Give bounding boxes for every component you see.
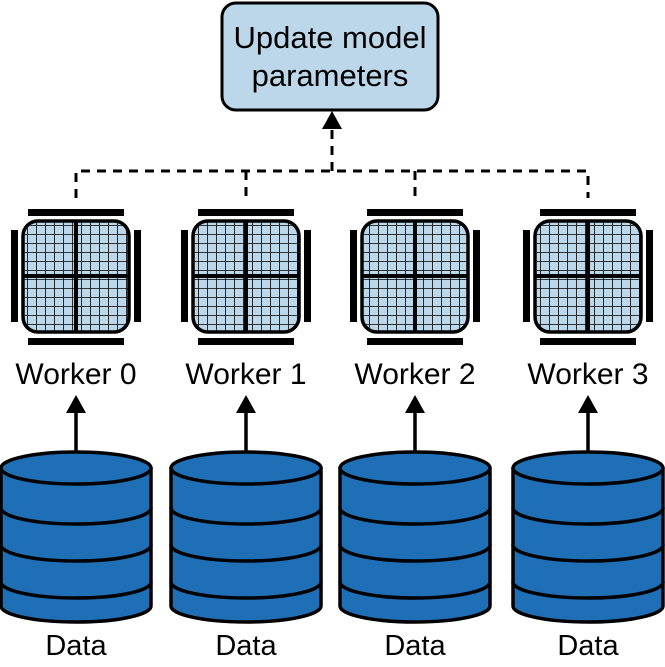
gpu-chip-icon (523, 209, 653, 345)
worker-label: Worker 0 (15, 358, 136, 391)
data-store-2: Data (338, 450, 492, 662)
database-icon (338, 450, 492, 624)
data-store-1: Data (169, 450, 323, 662)
database-icon (0, 450, 153, 624)
worker-0: Worker 0 (11, 209, 141, 391)
data-to-worker-arrow (236, 395, 256, 454)
update-box-line1: Update model (233, 20, 426, 55)
data-label: Data (215, 630, 277, 662)
arrow-up-icon (236, 395, 256, 413)
data-store-3: Data (511, 450, 665, 662)
worker-label: Worker 1 (185, 358, 306, 391)
worker-2: Worker 2 (350, 209, 480, 391)
arrow-up-icon (322, 111, 342, 129)
arrow-up-icon (578, 395, 598, 413)
gradient-aggregation-connector (74, 111, 590, 198)
data-label: Data (45, 630, 107, 662)
worker-1: Worker 1 (181, 209, 311, 391)
data-to-worker-arrow (578, 395, 598, 454)
database-icon (169, 450, 323, 624)
gpu-chip-icon (350, 209, 480, 345)
gpu-chip-icon (181, 209, 311, 345)
worker-label: Worker 2 (354, 358, 475, 391)
data-label: Data (557, 630, 619, 662)
data-label: Data (384, 630, 446, 662)
worker-label: Worker 3 (527, 358, 648, 391)
database-icon (511, 450, 665, 624)
gpu-chip-icon (11, 209, 141, 345)
data-store-0: Data (0, 450, 153, 662)
data-to-worker-arrow (405, 395, 425, 454)
arrow-up-icon (66, 395, 86, 413)
update-parameters-box: Update model parameters (220, 1, 440, 112)
arrow-up-icon (405, 395, 425, 413)
data-to-worker-arrow (66, 395, 86, 454)
worker-3: Worker 3 (523, 209, 653, 391)
update-box-line2: parameters (252, 58, 409, 93)
